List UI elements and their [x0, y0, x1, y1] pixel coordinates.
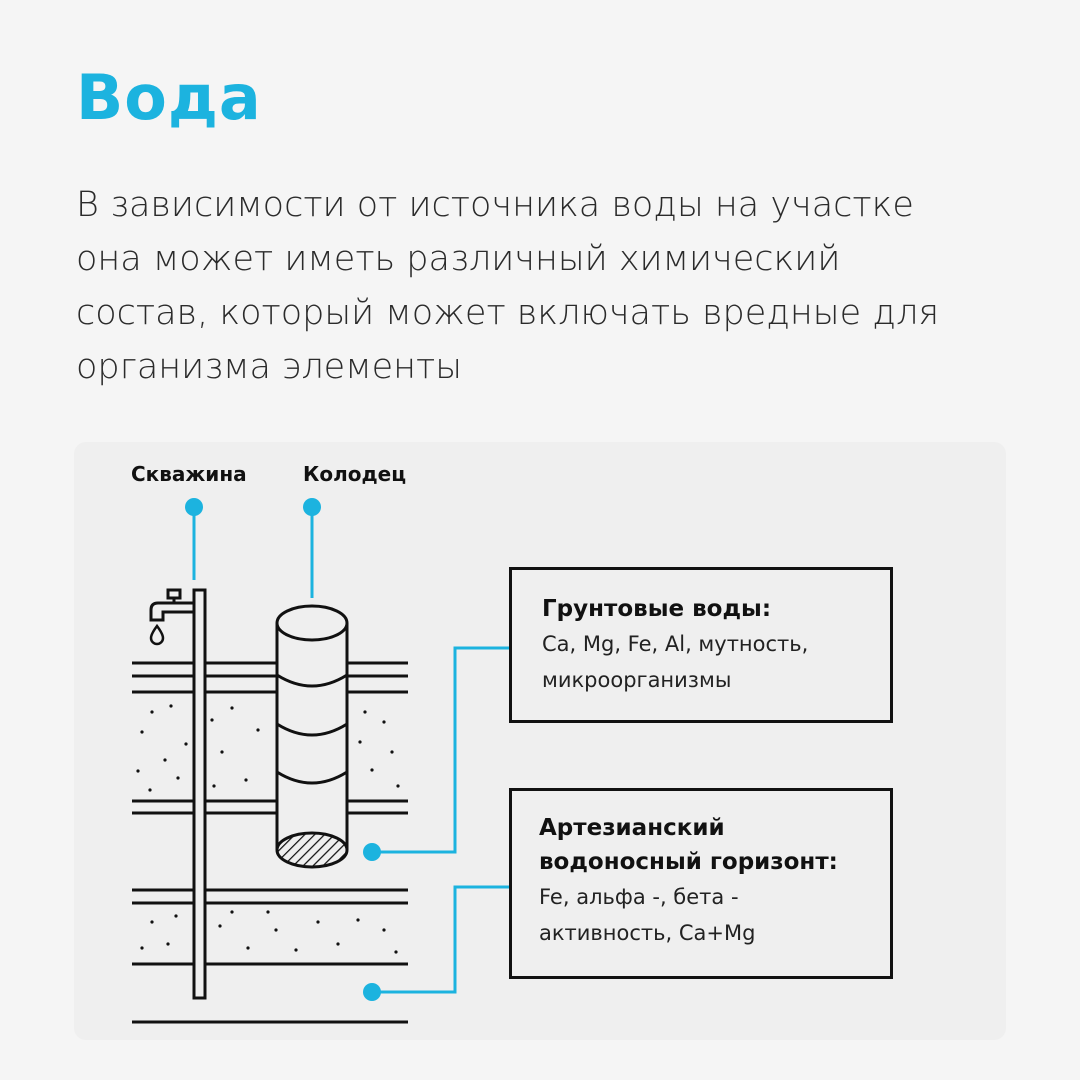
artesian-box: Артезианский водоносный горизонт: Fe, ал… [509, 788, 893, 979]
callout-leaders [192, 507, 510, 994]
well-label: Колодец [303, 462, 407, 486]
soil-dots [136, 704, 400, 954]
borehole-pipe [192, 588, 207, 1000]
groundwater-elements: Ca, Mg, Fe, Al, мутность, микроорганизмы [542, 632, 809, 692]
intro-text: В зависимости от источника воды на участ… [76, 185, 940, 387]
borehole-label: Скважина [131, 462, 247, 486]
well-shaft [275, 604, 349, 869]
groundwater-box: Грунтовые воды: Ca, Mg, Fe, Al, мутность… [509, 567, 893, 723]
callout-markers [185, 498, 381, 1001]
groundwater-heading: Грунтовые воды: [542, 596, 772, 622]
page-title: Вода [76, 61, 262, 134]
tap-icon [149, 588, 194, 622]
water-drop-icon [149, 623, 165, 646]
artesian-heading: Артезианский водоносный горизонт: [539, 815, 838, 875]
artesian-elements: Fe, альфа -, бета - активность, Ca+Mg [539, 885, 756, 945]
ground-layers [132, 661, 408, 1024]
